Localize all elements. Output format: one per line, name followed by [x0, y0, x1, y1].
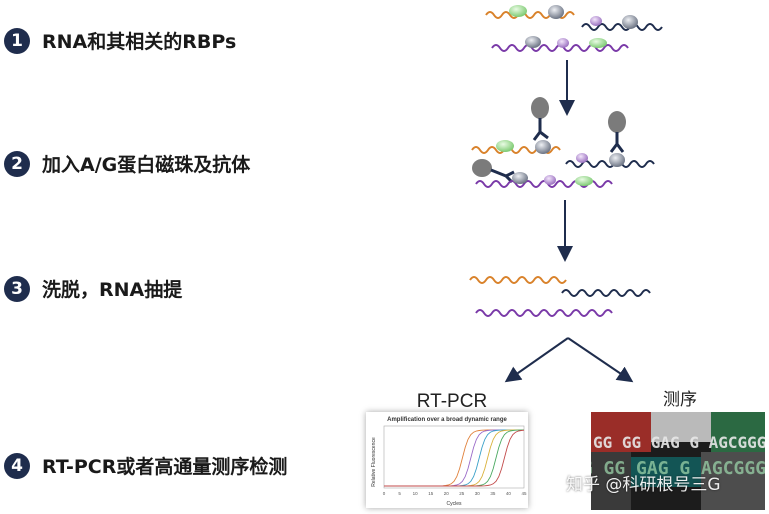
chart-title: Amplification over a broad dynamic range [387, 417, 507, 423]
watermark: 知乎 @科研根号三G [566, 475, 721, 495]
rna-strand-orange [469, 276, 567, 284]
sequencing-letters: GG GG GAG G AGCGGG [591, 458, 765, 479]
chart-xlabel: Cycles [446, 501, 462, 507]
amplification-curve [384, 429, 524, 487]
rna-strand-navy [581, 23, 663, 31]
x-tick-label: 45 [521, 491, 527, 496]
step-3: 3 洗脱，RNA抽提 [4, 275, 182, 302]
x-tick-label: 40 [506, 491, 512, 496]
rbp-bead-grey [609, 153, 625, 167]
rtpcr-amplification-chart: Amplification over a broad dynamic range… [366, 412, 528, 508]
x-tick-label: 30 [475, 491, 481, 496]
step-number-badge: 2 [4, 150, 30, 177]
x-tick-label: 10 [413, 491, 419, 496]
x-tick-label: 15 [428, 491, 434, 496]
x-tick-label: 35 [490, 491, 496, 496]
amplification-curve [384, 429, 524, 487]
step-4: 4 RT-PCR或者高通量测序检测 [4, 452, 287, 479]
antibody-magnetic-bead [472, 159, 515, 184]
step-number-badge: 4 [4, 452, 30, 479]
antibody-magnetic-bead [608, 111, 626, 153]
rbp-bead-purple [576, 153, 588, 163]
chart-ylabel: Relative Fluorescence [371, 437, 377, 487]
antibody-magnetic-bead [531, 97, 549, 141]
sequencing-letters-graphic: GG GG GAG G AGCGGG GG GG GAG G AGCGGG [591, 412, 765, 510]
rbp-bead-grey [512, 172, 528, 184]
amplification-curve [384, 429, 524, 487]
amplification-curve [384, 429, 524, 487]
sequencing-image: GG GG GAG G AGCGGG GG GG GAG G AGCGGG [591, 412, 765, 510]
plot-frame [383, 425, 525, 489]
rbp-bead-purple [590, 16, 602, 26]
amplification-curve [384, 429, 525, 487]
x-tick-label: 5 [398, 491, 401, 496]
step-label: RNA和其相关的RBPs [42, 31, 237, 53]
rbp-bead-grey [535, 140, 551, 154]
step-label: 洗脱，RNA抽提 [42, 279, 183, 301]
amplification-curve [384, 429, 524, 487]
flow-arrow-left [504, 337, 569, 383]
rbp-bead-grey [548, 5, 564, 19]
rbp-bead-grey [622, 15, 638, 29]
x-tick-labels: 0 5 10 15 20 25 30 35 40 45 [383, 491, 527, 496]
amplification-plot: Amplification over a broad dynamic range… [371, 417, 527, 507]
rbp-bead-purple [557, 38, 569, 48]
step-1: 1 RNA和其相关的RBPs [4, 27, 236, 54]
rbp-bead-green [496, 140, 514, 152]
x-tick-label: 0 [383, 491, 386, 496]
rbp-bead-purple [544, 175, 556, 185]
step-label: 加入A/G蛋白磁珠及抗体 [42, 154, 251, 176]
rbp-bead-grey [525, 36, 541, 48]
rbp-bead-green [575, 176, 593, 186]
step-2: 2 加入A/G蛋白磁珠及抗体 [4, 150, 250, 177]
x-tick-label: 20 [444, 491, 450, 496]
flow-arrow-right [567, 337, 634, 383]
rna-strand-purple [475, 309, 613, 317]
amplification-curves [384, 429, 525, 487]
sequencing-letters: GG GG GAG G AGCGGG [593, 433, 765, 452]
x-tick-label: 25 [459, 491, 465, 496]
step-label: RT-PCR或者高通量测序检测 [42, 456, 288, 478]
step-number-badge: 1 [4, 27, 30, 54]
rbp-bead-green [509, 5, 527, 17]
rbp-bead-green [589, 38, 607, 48]
rtpcr-label: RT-PCR [417, 391, 487, 412]
step-number-badge: 3 [4, 275, 30, 302]
rna-strand-navy [565, 160, 655, 168]
sequencing-label: 测序 [663, 390, 697, 410]
rna-strand-navy [561, 289, 651, 297]
